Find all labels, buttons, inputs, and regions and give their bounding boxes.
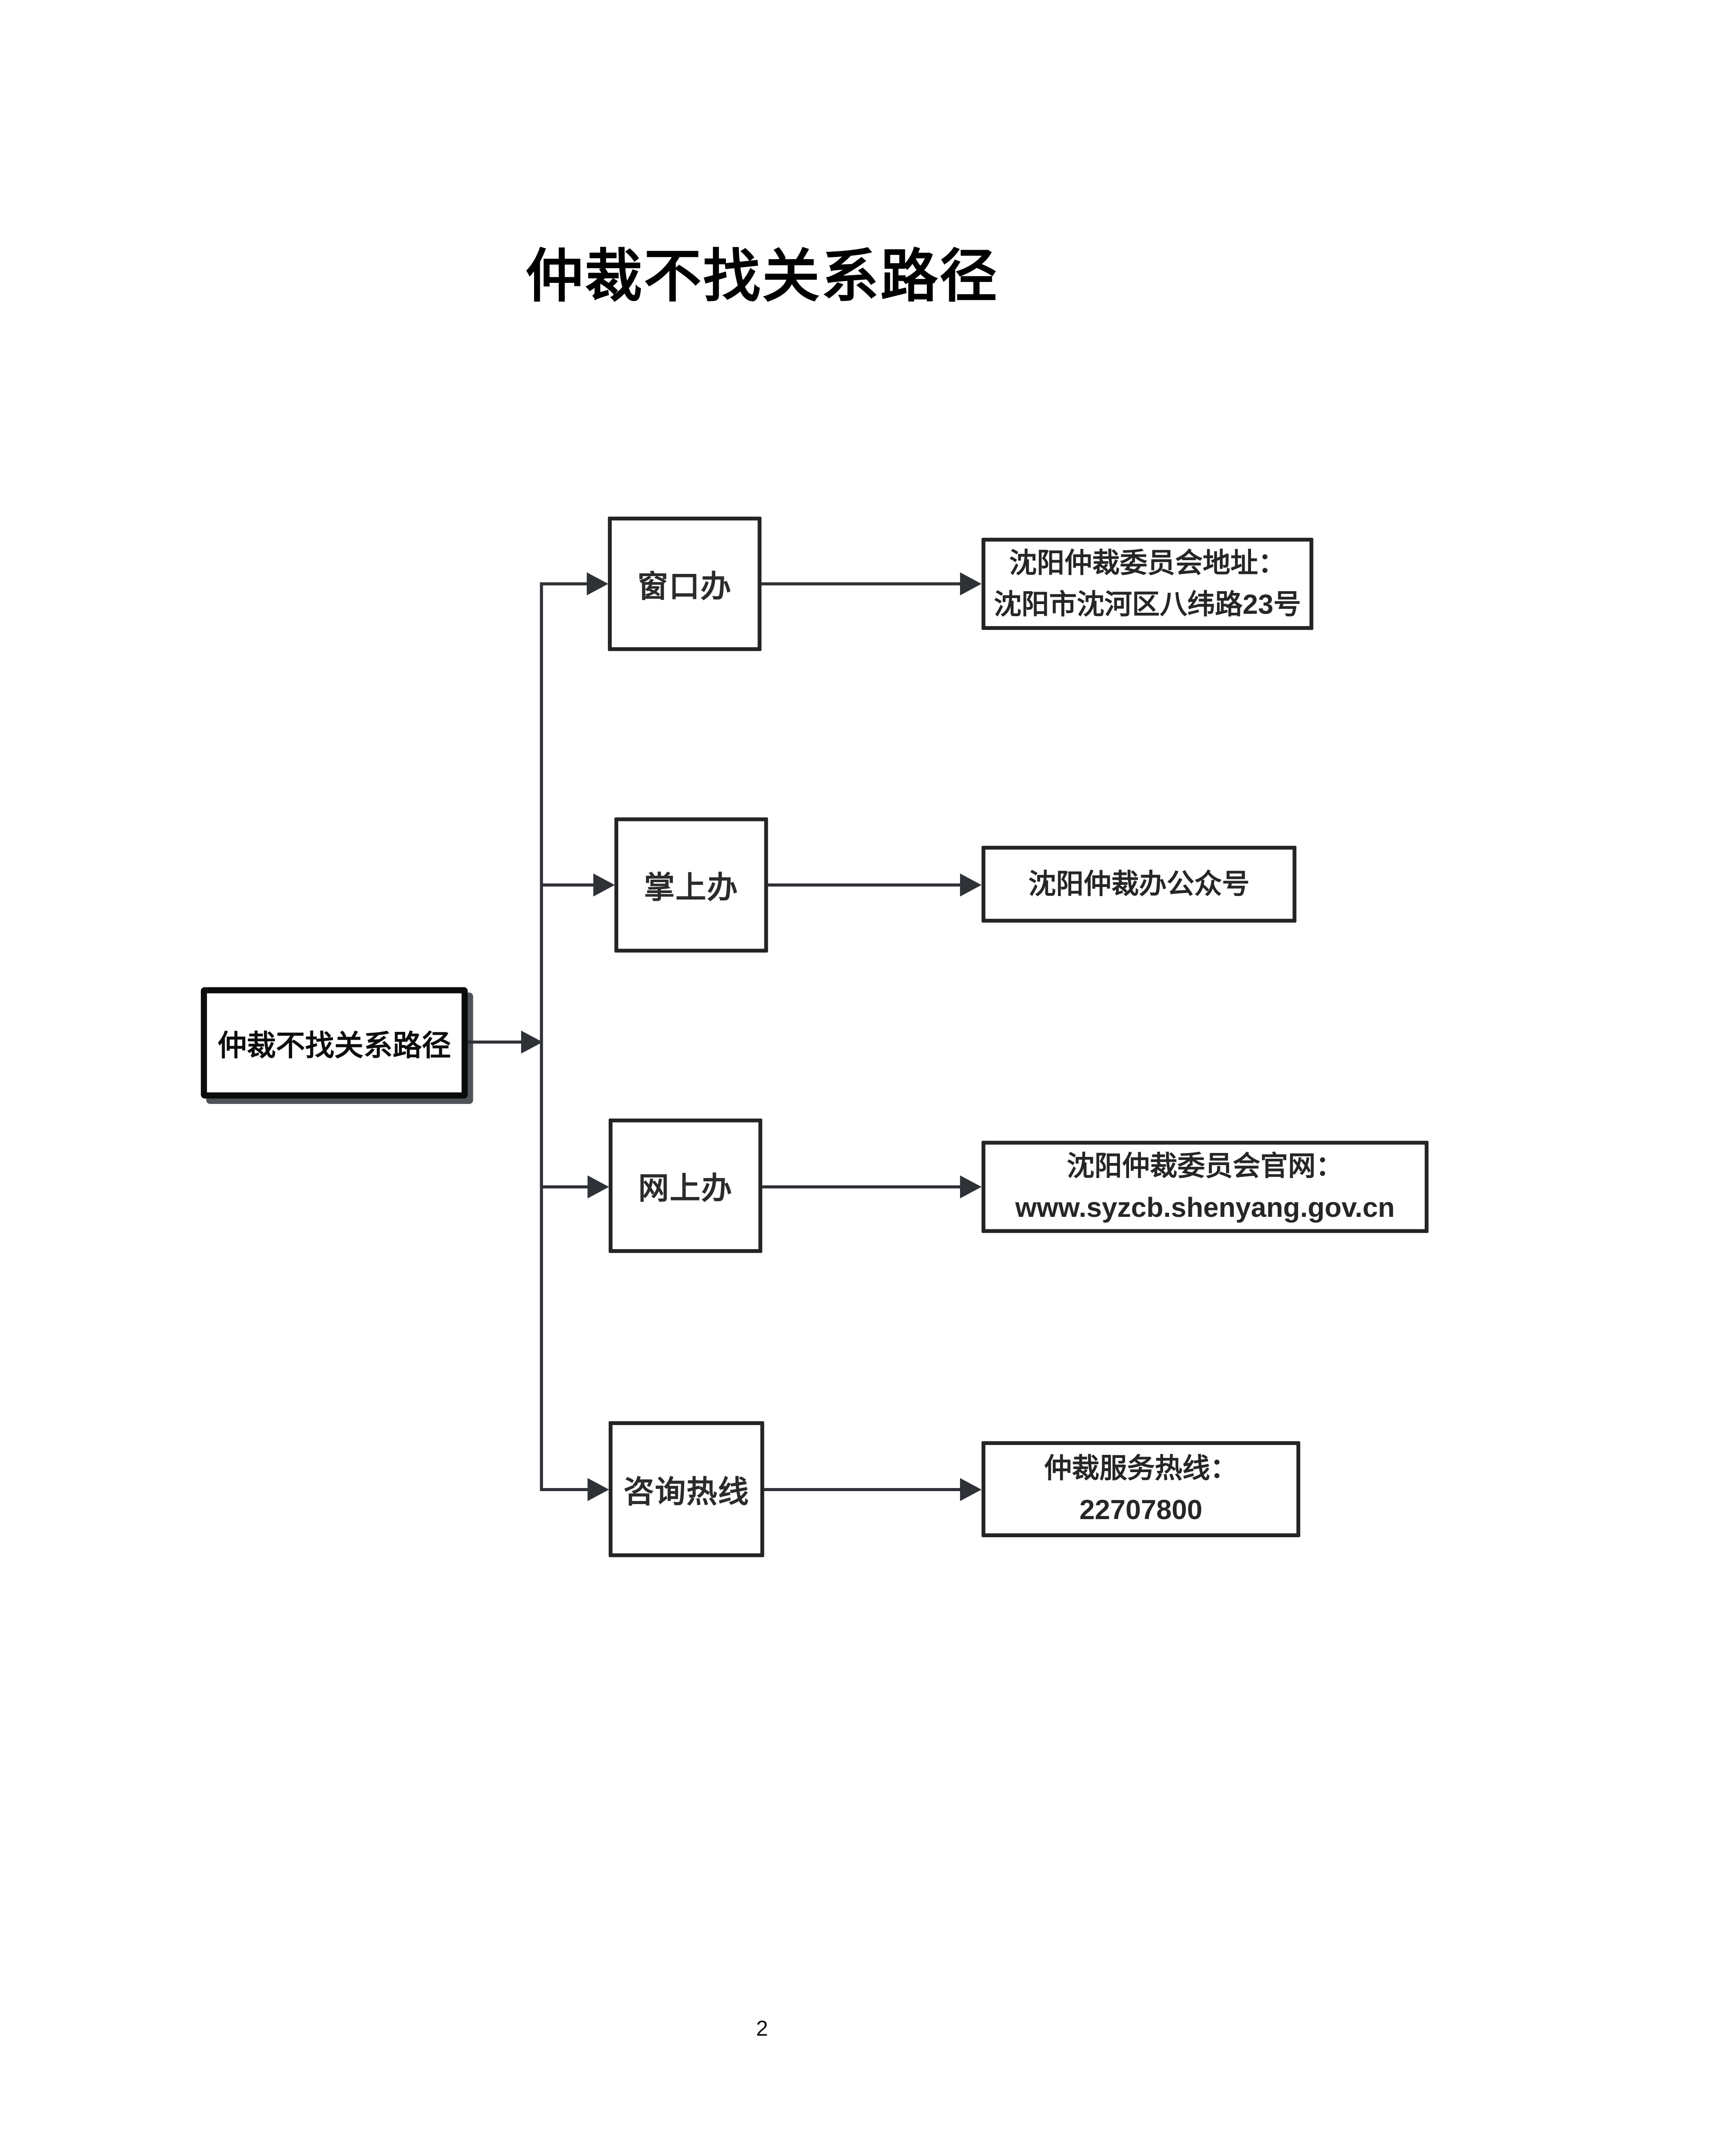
result-node-address: 沈阳仲裁委员会地址： 沈阳市沈河区八纬路23号	[981, 538, 1314, 630]
branch-line-3	[541, 1185, 588, 1189]
page-title: 仲裁不找关系路径	[525, 245, 999, 309]
root-node: 仲裁不找关系路径	[200, 987, 468, 1099]
branch-arrowhead-3-icon	[587, 1175, 609, 1199]
root-connector-line	[467, 1040, 522, 1044]
result-node-wechat: 沈阳仲裁办公众号	[981, 846, 1297, 923]
channel-node-hotline: 咨询热线	[608, 1421, 764, 1557]
trunk-line	[540, 582, 543, 1492]
document-page: 仲裁不找关系路径 仲裁不找关系路径 窗口办 掌上办 网上办 咨询热线 沈阳仲裁委…	[200, 245, 1429, 2040]
result-line: 沈阳仲裁办公众号	[1028, 868, 1250, 900]
result-arrowhead-1-icon	[960, 572, 982, 595]
result-line: 沈阳市沈河区八纬路23号	[994, 589, 1301, 620]
result-line: 仲裁服务热线：	[1044, 1453, 1238, 1484]
result-node-website: 沈阳仲裁委员会官网： www.syzcb.shenyang.gov.cn	[981, 1141, 1429, 1233]
result-node-phone: 仲裁服务热线： 22707800	[981, 1441, 1301, 1537]
branch-arrowhead-4-icon	[587, 1478, 609, 1501]
channel-node-label: 咨询热线	[623, 1474, 750, 1509]
channel-node-mobile: 掌上办	[614, 817, 768, 953]
result-arrowhead-2-icon	[960, 873, 982, 897]
channel-node-label: 窗口办	[637, 569, 732, 604]
branch-line-2	[541, 883, 594, 887]
result-connector-line-2	[768, 883, 960, 887]
result-connector-line-1	[761, 582, 960, 586]
result-line: 沈阳仲裁委员会地址：	[1009, 548, 1286, 579]
root-connector-arrowhead-icon	[521, 1030, 543, 1054]
result-connector-line-3	[762, 1185, 960, 1189]
result-connector-line-4	[764, 1488, 960, 1492]
branch-arrowhead-1-icon	[587, 572, 609, 595]
result-arrowhead-3-icon	[960, 1175, 982, 1199]
channel-node-label: 掌上办	[644, 870, 738, 905]
result-arrowhead-4-icon	[960, 1478, 982, 1501]
channel-node-label: 网上办	[638, 1171, 733, 1206]
result-line: 沈阳仲裁委员会官网：	[1067, 1150, 1343, 1182]
result-line: www.syzcb.shenyang.gov.cn	[1015, 1192, 1395, 1223]
channel-node-online: 网上办	[608, 1118, 763, 1253]
channel-node-window: 窗口办	[608, 517, 762, 651]
branch-arrowhead-2-icon	[593, 873, 615, 897]
root-node-label: 仲裁不找关系路径	[217, 1030, 451, 1062]
page-number: 2	[756, 2016, 768, 2040]
branch-line-1	[541, 582, 588, 586]
result-line: 22707800	[1079, 1495, 1203, 1526]
branch-line-4	[541, 1488, 588, 1492]
